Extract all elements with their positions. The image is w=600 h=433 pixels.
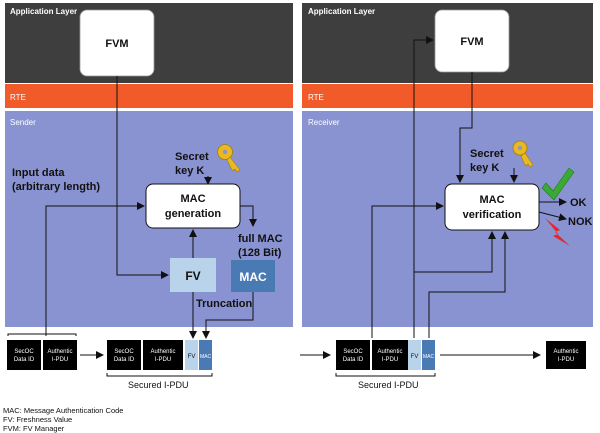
receiver-fv-to-fvm-line <box>413 36 434 338</box>
pdu-secured-right-bracket <box>335 373 436 377</box>
legend-item-fv: FV: Freshness Value <box>3 415 72 424</box>
pdu-left-authentic-label-2: I-PDU <box>52 357 68 363</box>
receiver-secret-label-2: key K <box>470 162 499 174</box>
pdu-left-secoc-label-1: SecOC <box>14 349 34 355</box>
sender-input-label-1: Input data <box>12 167 65 179</box>
pdu-secured-mac-box <box>199 340 212 370</box>
receiver-nok-label: NOK <box>568 216 593 228</box>
pdu-recv-authentic-box <box>372 340 408 370</box>
receiver-fv-to-macver-line <box>414 231 496 273</box>
pdu-recv-mac-box <box>422 340 435 370</box>
sender-secret-label-2: key K <box>175 165 204 177</box>
pdu-output-authentic-label-1: Authentic <box>553 349 578 355</box>
pdu-secured-secoc-label-2: Data ID <box>114 357 135 363</box>
pdu-recv-fv-label: FV <box>411 354 419 360</box>
pdu-left-bracket <box>7 333 77 336</box>
lightning-icon <box>545 218 570 246</box>
receiver-fvm-label: FVM <box>460 36 483 48</box>
sender-fv-box <box>170 258 216 292</box>
receiver-app-layer-label: Application Layer <box>308 7 375 16</box>
pdu-secured-left-label: Secured I-PDU <box>128 380 189 390</box>
sender-macgen-to-mac-line <box>240 205 257 227</box>
pdu-output-authentic-box <box>546 341 586 369</box>
receiver-rte-bar <box>302 84 593 108</box>
sender-full-mac-label-2: (128 Bit) <box>238 247 282 259</box>
sender-mac-generation-label-2: generation <box>165 208 222 220</box>
receiver-panel: Application Layer RTE Receiver FVM Secre… <box>302 3 593 338</box>
pdu-secured-secoc-label-1: SecOC <box>114 349 134 355</box>
pdu-secured-fv-box <box>185 340 198 370</box>
pdu-secured-authentic-label-1: Authentic <box>150 349 175 355</box>
sender-mac-box <box>231 260 275 292</box>
receiver-mac-verification-label-1: MAC <box>479 194 504 206</box>
receiver-secret-label-1: Secret <box>470 148 504 160</box>
receiver-rte-label: RTE <box>308 93 324 102</box>
receiver-mac-to-macver-line <box>428 231 509 338</box>
sender-mac-to-pdu-line <box>202 292 254 339</box>
pdu-recv-authentic-label-1: Authentic <box>377 349 402 355</box>
sender-secret-label-1: Secret <box>175 151 209 163</box>
sender-truncation-label: Truncation <box>196 298 253 310</box>
pdu-secured-authentic-box <box>143 340 183 370</box>
sender-fvm-label: FVM <box>105 38 128 50</box>
pdu-recv-authentic-label-2: I-PDU <box>382 357 398 363</box>
pdu-recv-secoc-label-1: SecOC <box>343 349 363 355</box>
sender-mac-label: MAC <box>239 270 267 284</box>
receiver-mac-verification-box <box>444 183 540 231</box>
sender-fvm-to-fv-line <box>116 76 169 279</box>
receiver-key-icon <box>512 140 534 168</box>
pdu-left-secoc-box <box>7 340 41 370</box>
sender-input-label-2: (arbitrary length) <box>12 181 100 193</box>
receiver-nok-arrow <box>538 211 567 222</box>
pdu-recv-fv-box <box>408 340 421 370</box>
pdu-secured-fv-label: FV <box>188 354 196 360</box>
pdu-secured-authentic-label-2: I-PDU <box>155 357 171 363</box>
sender-section-label: Sender <box>10 118 36 127</box>
sender-full-mac-label-1: full MAC <box>238 233 283 245</box>
pdu-left-authentic-box <box>43 340 77 370</box>
sender-key-icon <box>217 144 241 173</box>
sender-input-to-macgen-line <box>45 202 145 336</box>
sender-rte-bar <box>5 84 293 108</box>
pdu-left-secoc-label-2: Data ID <box>14 357 35 363</box>
receiver-section-label: Receiver <box>308 118 340 127</box>
pdu-recv-secoc-box <box>336 340 370 370</box>
pdu-recv-secoc-label-2: Data ID <box>343 357 364 363</box>
sender-fv-label: FV <box>185 269 200 283</box>
sender-app-layer-label: Application Layer <box>10 7 77 16</box>
legend-item-fvm: FVM: FV Manager <box>3 424 65 433</box>
pdu-secured-mac-label: MAC <box>200 354 212 360</box>
pdu-secured-right-label: Secured I-PDU <box>358 380 419 390</box>
sender-panel: Application Layer RTE Sender FVM Input d… <box>5 3 293 339</box>
pdu-secured-left-bracket <box>106 373 213 377</box>
pdu-secured-secoc-box <box>107 340 141 370</box>
receiver-mac-verification-label-2: verification <box>463 209 522 221</box>
pdu-output-authentic-label-2: I-PDU <box>558 357 574 363</box>
pdu-recv-mac-label: MAC <box>423 354 435 360</box>
receiver-data-to-macver-line <box>371 202 444 338</box>
pdu-row: SecOC Data ID Authentic I-PDU SecOC Data… <box>7 333 586 390</box>
receiver-ok-label: OK <box>570 197 587 209</box>
receiver-fvm-to-macver-line <box>456 72 473 183</box>
check-icon <box>541 167 575 201</box>
pdu-left-authentic-label-1: Authentic <box>47 349 72 355</box>
sender-mac-generation-box <box>145 183 241 229</box>
sender-mac-generation-label-1: MAC <box>180 193 205 205</box>
legend-item-mac: MAC: Message Authentication Code <box>3 406 123 415</box>
legend: MAC: Message Authentication Code FV: Fre… <box>3 406 123 433</box>
sender-rte-label: RTE <box>10 93 26 102</box>
